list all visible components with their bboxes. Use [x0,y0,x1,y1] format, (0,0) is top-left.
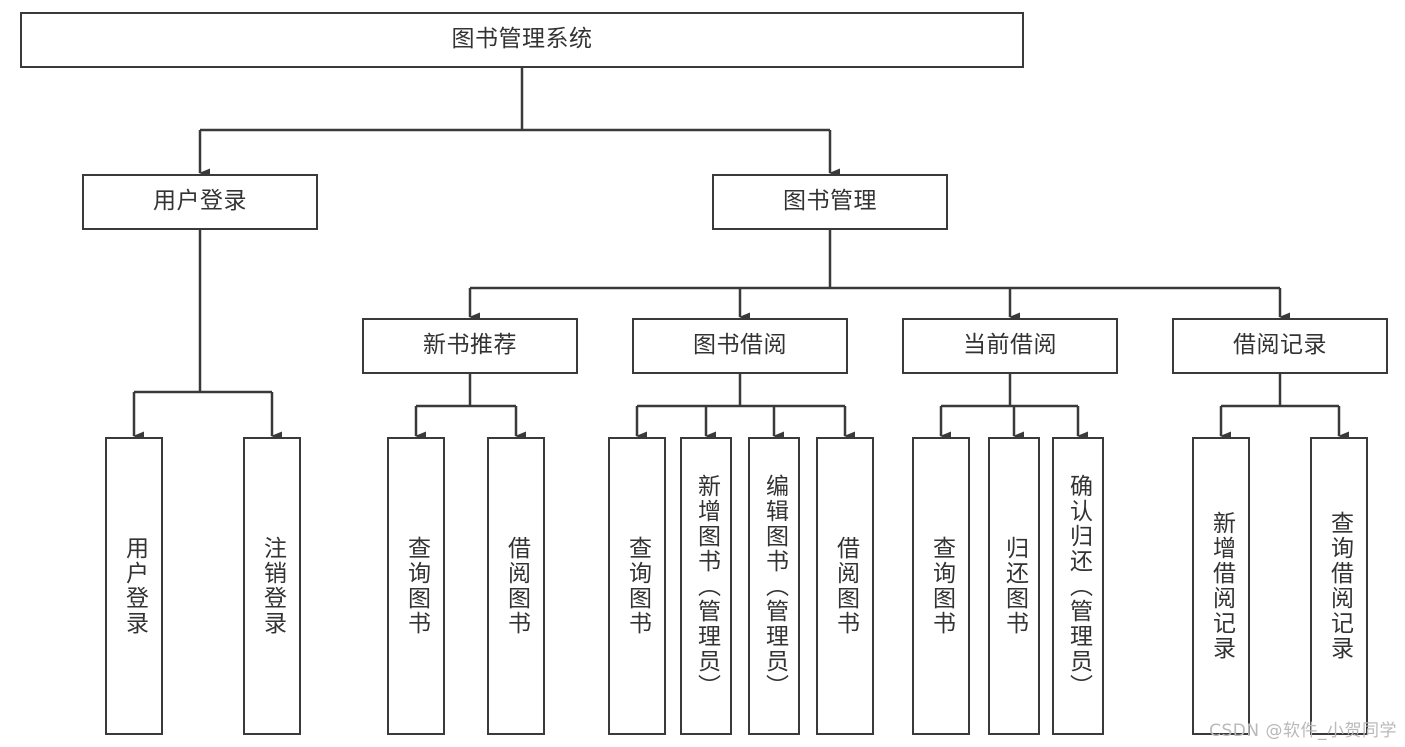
node-label: 图书管理系统 [451,26,593,53]
leaf-query-book-current[interactable]: 查询图书 [912,437,970,735]
node-label: 新增借阅记录 [1208,511,1235,661]
node-label: 用户登录 [153,188,247,215]
leaf-query-book-recommend[interactable]: 查询图书 [387,437,445,735]
csdn-watermark: CSDN @软件_小贺同学 [1209,721,1397,741]
node-borrow-record[interactable]: 借阅记录 [1172,318,1388,374]
node-book-manage[interactable]: 图书管理 [712,174,948,230]
leaf-query-borrow-record[interactable]: 查询借阅记录 [1310,437,1368,735]
leaf-confirm-return-admin[interactable]: 确认归还（管理员） [1052,437,1104,735]
node-label: 查询借阅记录 [1326,511,1353,661]
leaf-edit-book-admin[interactable]: 编辑图书（管理员） [748,437,800,735]
node-label: 新增图书（管理员） [693,473,720,699]
node-label: 编辑图书（管理员） [761,473,788,699]
leaf-logout[interactable]: 注销登录 [243,437,301,735]
node-user-login[interactable]: 用户登录 [82,174,318,230]
node-label: 查询图书 [928,536,955,636]
node-book-borrow[interactable]: 图书借阅 [632,318,848,374]
node-root-system[interactable]: 图书管理系统 [20,12,1024,68]
node-label: 借阅图书 [832,536,859,636]
leaf-borrow-book[interactable]: 借阅图书 [816,437,874,735]
node-label: 借阅图书 [503,536,530,636]
leaf-add-borrow-record[interactable]: 新增借阅记录 [1192,437,1250,735]
connector-paths [132,68,1349,441]
leaf-user-login[interactable]: 用户登录 [105,437,163,735]
node-label: 归还图书 [1001,536,1028,636]
node-label: 查询图书 [403,536,430,636]
node-label: 借阅记录 [1233,332,1327,359]
leaf-borrow-book-recommend[interactable]: 借阅图书 [487,437,545,735]
node-new-book-recommend[interactable]: 新书推荐 [362,318,578,374]
node-label: 注销登录 [259,536,286,636]
node-label: 图书借阅 [693,332,787,359]
node-label: 用户登录 [121,536,148,636]
node-label: 当前借阅 [963,332,1057,359]
node-label: 新书推荐 [423,332,517,359]
leaf-add-book-admin[interactable]: 新增图书（管理员） [680,437,732,735]
leaf-query-book-borrow[interactable]: 查询图书 [608,437,666,735]
node-label: 查询图书 [624,536,651,636]
leaf-return-book[interactable]: 归还图书 [988,437,1040,735]
node-label: 图书管理 [783,188,877,215]
node-current-borrow[interactable]: 当前借阅 [902,318,1118,374]
node-label: 确认归还（管理员） [1065,473,1092,699]
